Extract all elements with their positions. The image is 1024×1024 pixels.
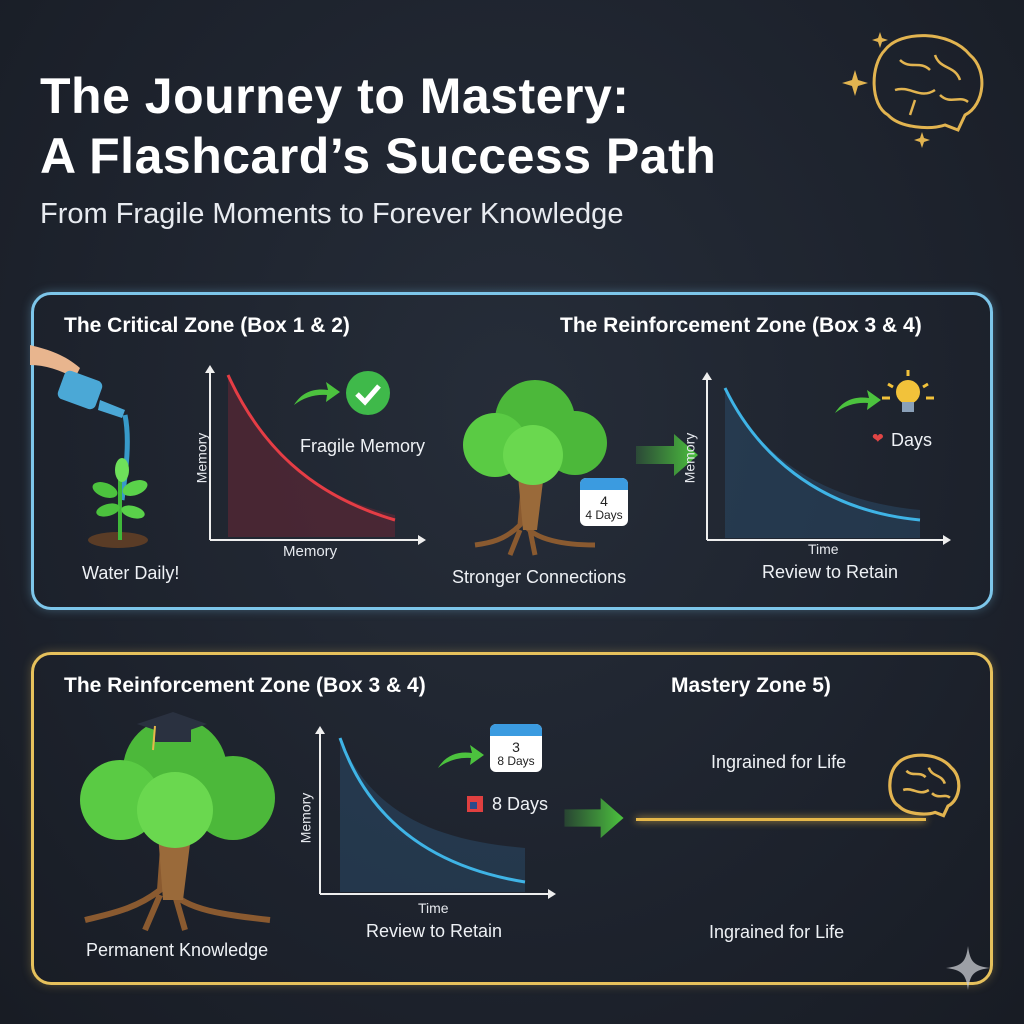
flag-icon: [467, 796, 483, 812]
chart3-xlabel: Time: [418, 900, 449, 916]
zone-title-reinforcement: The Reinforcement Zone (Box 3 & 4): [560, 314, 922, 337]
calendar-icon: 4 4 Days: [580, 478, 628, 526]
brain-icon: [842, 32, 984, 148]
plant-caption: Water Daily!: [82, 563, 180, 583]
curve-area: [228, 375, 395, 537]
big-green-arrow-icon: [636, 434, 698, 476]
chart3-caption: Review to Retain: [366, 921, 503, 941]
sparkle-icon: [946, 946, 990, 990]
chart2-ylabel: Memory: [681, 432, 698, 484]
green-arrow-icon: [835, 390, 881, 413]
critical-reinforcement-panel: [31, 292, 993, 610]
page-subtitle: From Fragile Moments to Forever Knowledg…: [40, 198, 624, 230]
lightbulb-icon: [882, 370, 934, 412]
brain-icon: [888, 753, 961, 818]
permanent-knowledge-caption: Permanent Knowledge: [86, 940, 269, 960]
zone-title-reinforcement-bottom: The Reinforcement Zone (Box 3 & 4): [64, 674, 426, 697]
checkmark-icon: [346, 371, 390, 415]
eight-days-label: 8 Days: [492, 794, 549, 814]
green-arrow-icon: [294, 382, 340, 405]
tree-caption: Stronger Connections: [452, 567, 627, 587]
zone-title-critical: The Critical Zone (Box 1 & 2): [64, 314, 350, 337]
tree-icon: [463, 380, 607, 556]
chart3-ylabel: Memory: [297, 792, 314, 844]
fragile-memory-label: Fragile Memory: [300, 436, 426, 456]
mastery-line: [636, 818, 926, 821]
chart1-xlabel: Memory: [283, 543, 338, 560]
big-green-arrow-icon: [564, 798, 624, 838]
forgetting-curve-chart-3: [315, 726, 556, 899]
ingrained-top-label: Ingrained for Life: [711, 752, 847, 772]
green-arrow-icon: [438, 745, 484, 768]
watering-can-icon: [30, 345, 148, 548]
reinforcement-mastery-panel: [31, 652, 993, 985]
forgetting-curve-chart-1: [205, 365, 426, 545]
chart1-ylabel: Memory: [193, 432, 210, 484]
ingrained-bottom-label: Ingrained for Life: [709, 922, 845, 942]
chart2-xlabel: Time: [808, 541, 839, 557]
curve-line: [226, 374, 396, 522]
days-label: Days: [891, 430, 933, 450]
page-title: The Journey to Mastery: A Flashcard’s Su…: [40, 68, 717, 184]
zone-title-mastery: Mastery Zone 5): [671, 674, 831, 697]
tree-graduation-icon: [80, 712, 275, 932]
calendar-icon: 3 8 Days: [490, 724, 542, 772]
chart2-caption: Review to Retain: [762, 562, 899, 582]
forgetting-curve-chart-2: [702, 372, 951, 545]
heart-brain-icon: ❤: [872, 430, 884, 446]
